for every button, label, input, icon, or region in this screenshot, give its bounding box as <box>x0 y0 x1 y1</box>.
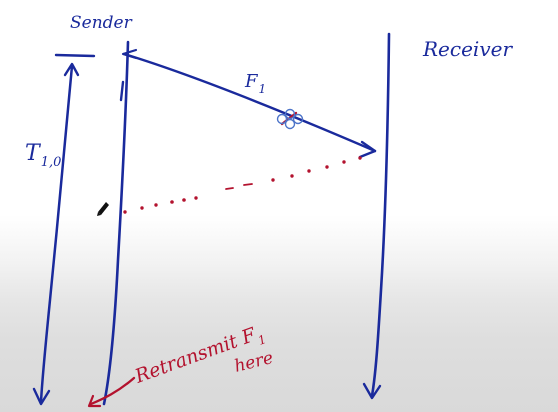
frame-send-tick <box>119 80 125 102</box>
dotted-line-dot <box>194 196 198 200</box>
sender-label: Sender <box>70 13 133 33</box>
receiver-timeline <box>370 32 391 398</box>
pen-cursor-icon <box>97 202 109 216</box>
dotted-line-dash <box>243 183 253 186</box>
timeout-label-main: T <box>25 141 42 166</box>
dotted-line-dot <box>342 160 346 164</box>
frame-label-main: F <box>244 71 259 92</box>
timeout-arrowhead-bottom <box>32 387 51 406</box>
dotted-line-dot <box>307 169 311 173</box>
selection-handle <box>292 113 304 125</box>
dotted-line-dot <box>170 200 174 204</box>
dotted-line-dot <box>325 165 329 169</box>
dotted-line-dot <box>358 156 362 160</box>
dotted-line-dot <box>140 206 144 210</box>
timeout-label: T1,0 <box>25 141 61 170</box>
receiver-timeline-arrowhead <box>362 382 382 400</box>
dotted-line-dot <box>290 174 294 178</box>
dotted-line-dot <box>271 178 275 182</box>
frame-f1-arrow <box>122 52 377 153</box>
dotted-line-dot <box>154 203 158 207</box>
timeout-dotted-line <box>123 156 362 214</box>
dotted-line-dot <box>182 198 186 202</box>
selection-handle <box>284 118 296 130</box>
timeout-arrowhead-top <box>63 62 80 77</box>
retransmit-pointer-arrow <box>89 376 136 406</box>
retransmit-pointer-arrowhead <box>87 394 102 408</box>
frame-f1-arrowhead <box>358 140 377 159</box>
dotted-line-dash <box>225 187 234 190</box>
frame-f1-start-arrowhead <box>121 48 138 60</box>
receiver-label: Receiver <box>422 37 513 61</box>
timeout-label-subscript: 1,0 <box>41 155 62 170</box>
timeout-interval-arrow <box>39 64 74 404</box>
selection-handle <box>276 113 288 125</box>
frame-f1-label: F1 <box>244 71 266 96</box>
sender-timeline <box>102 40 130 406</box>
selection-handle <box>284 108 296 120</box>
pen-cursor-tip <box>97 212 101 216</box>
selection-handles-icon <box>276 108 304 130</box>
frame-label-subscript: 1 <box>259 82 267 96</box>
retransmit-here: here <box>232 348 275 377</box>
retransmit-subscript: 1 <box>256 332 268 348</box>
pen-cursor-shape <box>98 202 109 215</box>
dotted-line-dot <box>123 210 127 214</box>
sender-header-underline <box>54 53 96 58</box>
